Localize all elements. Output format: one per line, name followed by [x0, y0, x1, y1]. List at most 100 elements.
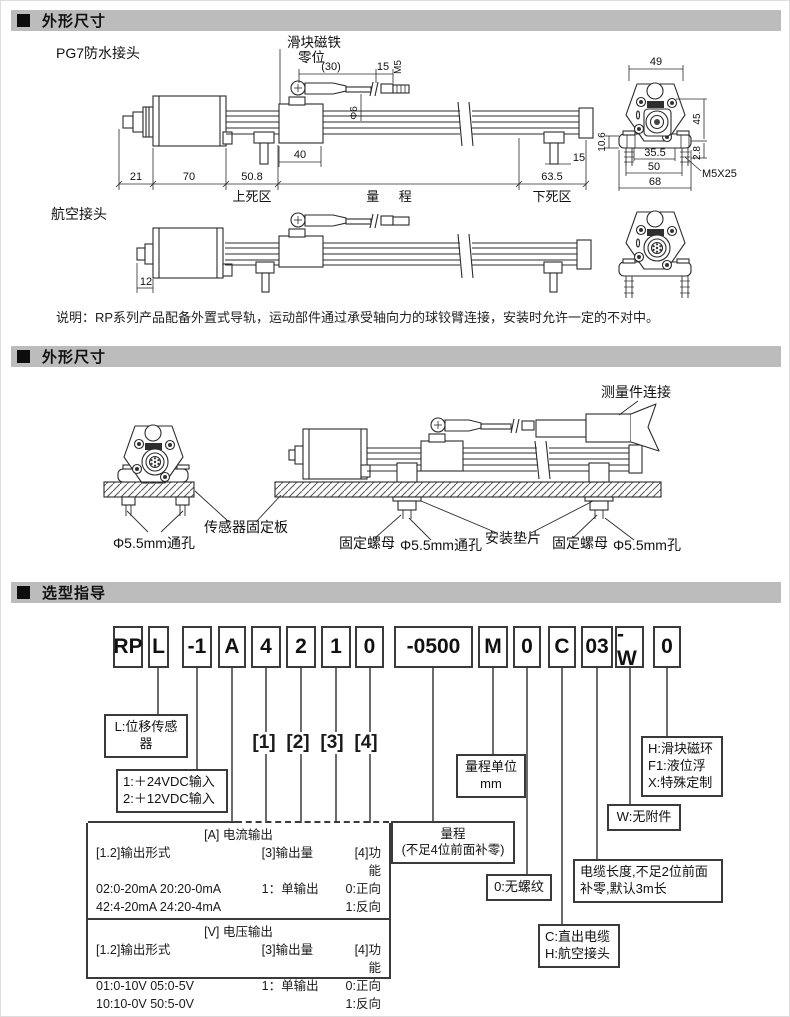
- section-header-selection: 选型指导: [11, 582, 781, 603]
- voltage-row1-form: 01:0-10V 05:0-5V: [96, 979, 194, 993]
- current-output-section: [A] 电流输出 [1.2]输出形式 [3]输出量 [4]功能 02:0-20m…: [88, 823, 389, 918]
- dim-68: 68: [649, 176, 661, 188]
- voltage-row1-qty: 1：单输出: [261, 979, 319, 993]
- section-marker-square: [17, 586, 30, 599]
- model-box-digit1: 4: [251, 626, 281, 668]
- section-header-outline-1: 外形尺寸: [11, 10, 781, 31]
- bracket-4: [4]: [351, 732, 381, 754]
- power-option-24v: 1:＋24VDC输入: [123, 774, 215, 789]
- model-box-unit: M: [478, 626, 508, 668]
- section-title: 选型指导: [42, 585, 107, 602]
- bracket-2: [2]: [283, 732, 313, 754]
- dim-21: 21: [130, 171, 142, 183]
- hole-left-label: Φ5.5mm通孔: [113, 535, 195, 551]
- end-view-pg7: [618, 82, 692, 166]
- model-box-outlet: C: [548, 626, 576, 668]
- range-unit-line1: 量程单位: [464, 759, 517, 774]
- annotation-no-attachment: W:无附件: [607, 804, 681, 831]
- power-option-12v: 2:＋12VDC输入: [123, 790, 215, 806]
- model-box-range: -0500: [394, 626, 473, 668]
- lower-dead-zone-label: 下死区: [532, 189, 571, 204]
- aviation-connector-label: 航空接头: [51, 206, 107, 222]
- leader-lines: [126, 400, 639, 541]
- dim-10-6: 10.6: [597, 132, 608, 152]
- current-row1-form: 02:0-20mA 20:20-0mA: [96, 882, 222, 896]
- annotation-thread: 0:无螺纹: [486, 874, 552, 901]
- model-box-power: -1: [182, 626, 212, 668]
- output-options-table: [A] 电流输出 [1.2]输出形式 [3]输出量 [4]功能 02:0-20m…: [86, 821, 391, 1011]
- annotation-range: 量程 (不足4位前面补零): [391, 821, 515, 864]
- bracket-3: [3]: [317, 732, 347, 754]
- annotation-accessory: H:滑块磁环 F1:液位浮 X:特殊定制: [641, 736, 723, 797]
- hole-mid-label: Φ5.5mm通孔: [400, 537, 482, 553]
- section-title: 外形尺寸: [42, 349, 107, 366]
- dimension-drawings: PG7防水接头 滑块磁铁 零位 (30) 15 M5 Φ6 21 70 50.8…: [51, 35, 737, 298]
- bracket-1: [1]: [249, 732, 279, 754]
- measure-connect-label: 测量件连接: [601, 384, 671, 400]
- current-row1-function: 0:正向: [345, 882, 381, 896]
- model-box-accessory: 0: [653, 626, 681, 668]
- sensor-plate-label: 传感器固定板: [204, 519, 288, 535]
- side-view-pg7: [122, 80, 594, 165]
- section-marker-square: [17, 350, 30, 363]
- model-box-digit3: 1: [321, 626, 351, 668]
- dim-50-8: 50.8: [241, 171, 262, 183]
- model-box-digit4: 0: [355, 626, 384, 668]
- model-box-digit2: 2: [286, 626, 316, 668]
- range-line1: 量程: [440, 827, 466, 841]
- fix-nut-right-label: 固定螺母: [552, 535, 608, 551]
- voltage-row2-function: 1:反向: [345, 997, 381, 1011]
- end-view-pg7-dimensions: [605, 65, 707, 191]
- annotation-range-unit: 量程单位 mm: [456, 754, 526, 798]
- washer-label: 安装垫片: [485, 530, 541, 546]
- accessory-option-x: X:特殊定制: [648, 774, 713, 790]
- col-header-function: [4]功能: [354, 943, 381, 975]
- model-box-series: RP: [113, 626, 143, 668]
- outlet-option-cable: C:直出电缆: [545, 929, 611, 944]
- section-title: 外形尺寸: [42, 13, 107, 30]
- voltage-output-title: [V] 电压输出: [204, 925, 273, 939]
- cable-length-line2: 补零,默认3m长: [580, 880, 667, 896]
- dim-45: 45: [692, 113, 703, 125]
- zero-position-label: 零位: [298, 50, 325, 65]
- cable-length-line1: 电缆长度,不足2位前面: [580, 864, 708, 879]
- dim-15-foot: 15: [573, 152, 585, 164]
- col-header-output-form: [1.2]输出形式: [96, 943, 171, 957]
- upper-dead-zone-label: 上死区: [232, 189, 271, 204]
- dim-35-5: 35.5: [644, 147, 665, 159]
- annotation-power-input: 1:＋24VDC输入 2:＋12VDC输入: [116, 769, 228, 813]
- range-line2: (不足4位前面补零): [401, 843, 505, 858]
- section-header-outline-2: 外形尺寸: [11, 346, 781, 367]
- current-row1-qty: 1：单输出: [261, 882, 319, 896]
- right-side-assembly: [274, 403, 662, 519]
- dim-50: 50: [648, 161, 660, 173]
- hole-right-label: Φ5.5mm孔: [613, 537, 681, 553]
- table-top-border-solid: [88, 821, 236, 823]
- dim-12: 12: [140, 276, 152, 288]
- current-row2-form: 42:4-20mA 24:20-4mA: [96, 900, 222, 914]
- model-box-output-mode: A: [218, 626, 246, 668]
- model-box-type: L: [148, 626, 169, 668]
- col-header-function: [4]功能: [354, 846, 381, 878]
- range-unit-line2: mm: [480, 775, 502, 791]
- col-header-output-qty: [3]输出量: [261, 846, 314, 860]
- end-view-aviation: [618, 210, 692, 298]
- left-end-view-assembly: [103, 424, 195, 516]
- dim-30: (30): [321, 61, 341, 73]
- side-view-pg7-dimensions: [115, 49, 590, 190]
- dim-49: 49: [650, 56, 662, 68]
- voltage-row1-function: 0:正向: [345, 979, 381, 993]
- accessory-option-f1: F1:液位浮: [648, 757, 706, 773]
- dim-2-8: 2.8: [692, 146, 703, 160]
- model-box-attachment: -W: [615, 623, 644, 670]
- annotation-outlet-type: C:直出电缆 H:航空接头: [538, 924, 620, 968]
- dim-phi6: Φ6: [349, 106, 360, 120]
- fix-nut-left-label: 固定螺母: [339, 535, 395, 551]
- annotation-sensor-type: L:位移传感器: [104, 714, 188, 758]
- dim-m5x25: M5X25: [702, 168, 737, 180]
- description-note: 说明：RP系列产品配备外置式导轨，运动部件通过承受轴向力的球铰臂连接，安装时允许…: [56, 310, 660, 325]
- dim-15-rod: 15: [377, 61, 389, 73]
- current-output-title: [A] 电流输出: [204, 828, 273, 842]
- model-box-thread: 0: [513, 626, 541, 668]
